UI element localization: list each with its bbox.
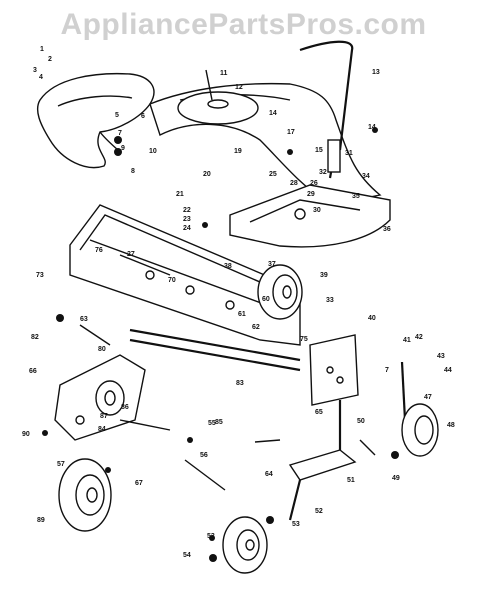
part-label: 7: [118, 130, 122, 137]
part-label: 39: [320, 272, 328, 279]
front-axle-arm-part: [288, 400, 357, 521]
part-label: 89: [37, 517, 45, 524]
part-label: 57: [57, 461, 65, 468]
part-label: 29: [307, 191, 315, 198]
part-label: 20: [203, 171, 211, 178]
part-label: 76: [95, 247, 103, 254]
part-label: 24: [183, 225, 191, 232]
part-label: 85: [215, 419, 223, 426]
part-label: 7: [385, 367, 389, 374]
part-label: 10: [149, 148, 157, 155]
part-label: 53: [207, 533, 215, 540]
part-label: 80: [98, 346, 106, 353]
part-label: 13: [372, 69, 380, 76]
part-label: 2: [48, 56, 52, 63]
part-label: 82: [31, 334, 39, 341]
part-label: 33: [326, 297, 334, 304]
part-label: 51: [347, 477, 355, 484]
part-label: 38: [224, 263, 232, 270]
part-label: 63: [80, 316, 88, 323]
part-label: 73: [36, 272, 44, 279]
part-label: 14: [368, 124, 376, 131]
part-label: 47: [424, 394, 432, 401]
axle-part: [129, 328, 301, 372]
deck-plate-part: [229, 184, 391, 248]
part-label: 40: [368, 315, 376, 322]
part-label: 32: [319, 169, 327, 176]
hardware-parts: [42, 127, 399, 562]
part-label: 60: [262, 296, 270, 303]
part-label: 26: [310, 180, 318, 187]
part-label: 23: [183, 216, 191, 223]
part-label: 53: [292, 521, 300, 528]
part-label: 4: [39, 74, 43, 81]
part-label: 48: [447, 422, 455, 429]
chassis-frame-part: [69, 204, 301, 346]
part-label: 52: [315, 508, 323, 515]
part-label: 64: [265, 471, 273, 478]
part-label: 55: [208, 420, 216, 427]
part-label: 8: [131, 168, 135, 175]
part-label: 56: [200, 452, 208, 459]
part-label: 9: [121, 145, 125, 152]
part-label: 36: [383, 226, 391, 233]
part-label: 22: [183, 207, 191, 214]
fender-part: [149, 69, 382, 206]
part-label: 43: [437, 353, 445, 360]
front-wheel-center-part: [222, 516, 268, 574]
steering-column-part: [299, 40, 354, 179]
part-label: 1: [40, 46, 44, 53]
part-label: 86: [121, 404, 129, 411]
part-label: 12: [235, 84, 243, 91]
part-label: 84: [98, 426, 106, 433]
part-label: 67: [135, 480, 143, 487]
part-label: 5: [115, 112, 119, 119]
part-label: 14: [269, 110, 277, 117]
part-label: 21: [176, 191, 184, 198]
seat-part: [36, 72, 155, 169]
part-label: 15: [315, 147, 323, 154]
part-label: 35: [352, 193, 360, 200]
part-label: 17: [287, 129, 295, 136]
part-label: 6: [141, 113, 145, 120]
front-wheel-left-part: [58, 458, 112, 532]
watermark-text: AppliancePartsPros.com: [60, 8, 427, 41]
rear-wheel-right-part: [257, 264, 303, 320]
part-labels: 1 2 3 4 5 6 7 7 8 9 10 11 12 13 14 14 15…: [22, 46, 455, 559]
part-label: 50: [357, 418, 365, 425]
part-label: 49: [392, 475, 400, 482]
part-label: 34: [362, 173, 370, 180]
bracket-plate-part: [309, 334, 359, 406]
part-label: 42: [415, 334, 423, 341]
part-label: 3: [33, 67, 37, 74]
part-label: 44: [444, 367, 452, 374]
part-label: 25: [269, 171, 277, 178]
part-label: 41: [403, 337, 411, 344]
part-label: 83: [236, 380, 244, 387]
gear-housing-part: [54, 354, 146, 441]
part-label: 75: [300, 336, 308, 343]
part-label: 11: [220, 70, 228, 77]
part-label: 31: [345, 150, 353, 157]
part-label: 54: [183, 552, 191, 559]
part-label: 19: [234, 148, 242, 155]
part-label: 70: [168, 277, 176, 284]
front-wheel-right-part: [400, 361, 439, 457]
part-label: 66: [29, 368, 37, 375]
part-label: 65: [315, 409, 323, 416]
part-label: 30: [313, 207, 321, 214]
part-label: 28: [290, 180, 298, 187]
part-label: 90: [22, 431, 30, 438]
part-label: 62: [252, 324, 260, 331]
part-label: 37: [268, 261, 276, 268]
part-label: 27: [127, 251, 135, 258]
part-label: 87: [100, 413, 108, 420]
part-label: 61: [238, 311, 246, 318]
